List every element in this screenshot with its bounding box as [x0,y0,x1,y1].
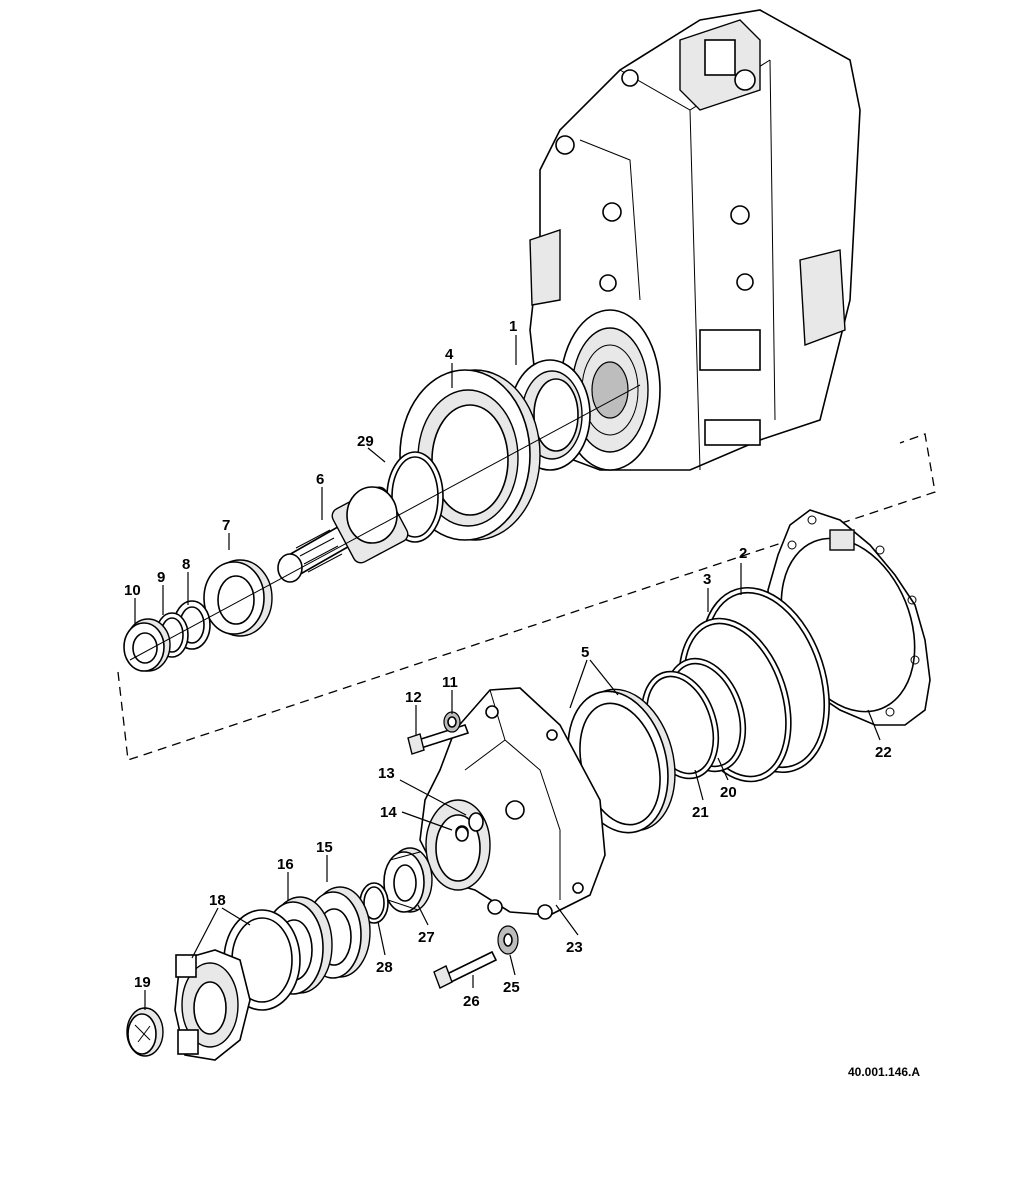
upper-axis-line [129,384,641,661]
callout-10: 10 [124,582,141,599]
nut-10 [123,618,171,672]
callout-1: 1 [509,318,517,335]
callout-6: 6 [316,471,324,488]
callout-9: 9 [157,569,165,586]
callout-28: 28 [376,959,393,976]
callout-3: 3 [703,571,711,588]
callout-5: 5 [581,644,589,661]
callout-labels: 1 4 29 6 7 8 9 10 2 3 5 12 11 13 14 15 1… [124,318,892,1010]
output-shaft-6 [277,486,409,583]
callout-14: 14 [380,804,397,821]
callout-25: 25 [503,979,520,996]
plug-13 [468,812,484,832]
seal-5 [567,688,676,834]
callout-19: 19 [134,974,151,991]
bolt-26 [433,950,498,989]
callout-22: 22 [875,744,892,761]
callout-8: 8 [182,556,190,573]
callout-11: 11 [442,674,458,691]
flange-yoke-18 [174,949,251,1061]
callout-29: 29 [357,433,374,450]
callout-4: 4 [445,346,454,363]
callout-2: 2 [739,545,747,562]
o-ring-14 [455,826,469,842]
callout-20: 20 [720,784,737,801]
washer-25 [497,925,519,955]
output-cover-23 [419,687,606,920]
callout-21: 21 [692,804,709,821]
callout-7: 7 [222,517,230,534]
leader-lines [134,335,881,1010]
callout-16: 16 [277,856,294,873]
callout-13: 13 [378,765,395,782]
nut-19 [126,1007,164,1057]
transmission-housing [529,9,861,471]
callout-26: 26 [463,993,480,1010]
callout-18: 18 [209,892,226,909]
callout-27: 27 [418,929,435,946]
seal-7 [203,559,273,637]
washer-11 [443,711,461,733]
assembly-boundary [117,433,936,761]
callout-15: 15 [316,839,333,856]
drawing-reference: 40.001.146.A [848,1065,920,1079]
callout-23: 23 [566,939,583,956]
callout-12: 12 [405,689,422,706]
bearing-27 [383,847,433,913]
